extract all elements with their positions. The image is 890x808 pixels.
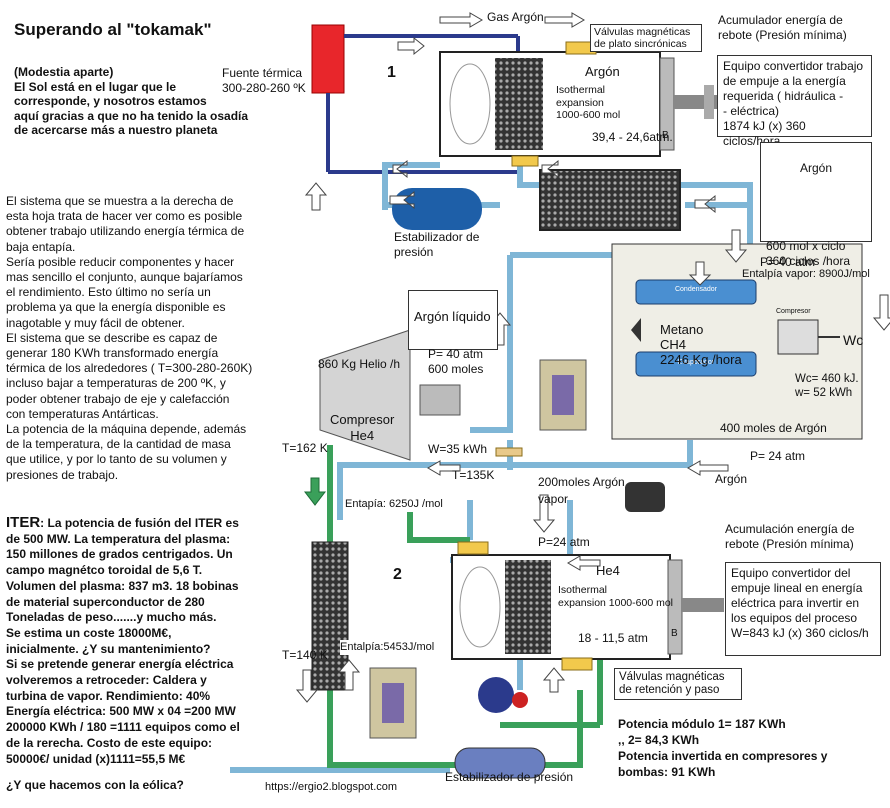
label-wc-value: Wc= 460 kJ. w= 52 kWh xyxy=(795,373,859,399)
label-valves-top: Válvulas magnéticas de plato sincrónicas xyxy=(590,24,702,52)
label-he4: He4 xyxy=(596,563,620,578)
evaporator xyxy=(635,351,757,377)
he-regenerator xyxy=(311,541,349,691)
label-accumulator-top: Acumulador energía de rebote (Presión mí… xyxy=(718,13,847,42)
label-argon-tank-info: 600 mol x ciclo 360 ciclos /hora xyxy=(766,239,851,268)
label-helium-compressor: Compresor He4 xyxy=(330,412,395,443)
label-wc: Wc xyxy=(843,332,864,348)
valve-2-top xyxy=(457,541,489,555)
green-arrows xyxy=(303,477,327,506)
label-converter-2: Equipo convertidor del empuje lineal en … xyxy=(725,562,881,656)
label-condenser: Condensador xyxy=(674,286,718,293)
label-compressor-small: Compresor xyxy=(776,308,811,315)
iter-text: : La potencia de fusión del ITER es de 5… xyxy=(6,516,240,766)
engine-1-fan xyxy=(449,63,491,145)
valve-mid xyxy=(511,155,539,167)
methane-compressor xyxy=(777,319,819,355)
label-t162: T=162 K xyxy=(282,441,328,455)
methane-cycle-box xyxy=(611,243,863,440)
label-t140: T=140 K xyxy=(282,648,328,662)
label-argon-1: Argón xyxy=(585,64,620,79)
label-isothermal-1: Isothermal expansion 1000-600 mol xyxy=(556,84,621,121)
iter-heading: ITER xyxy=(6,514,41,531)
argon-tank-box: Argón 600 mol x ciclo 360 ciclos /hora xyxy=(760,142,872,268)
iter-block: ITER: La potencia de fusión del ITER es … xyxy=(6,515,306,767)
power-summary: Potencia módulo 1= 187 KWh ,, 2= 84,3 KW… xyxy=(618,717,828,779)
label-converter-1: Equipo convertidor trabajo de empuje a l… xyxy=(717,55,872,148)
label-p40: P= 40 atm xyxy=(760,255,816,269)
engine-2-number: 2 xyxy=(393,566,402,583)
label-gas-argon: Gas Argón xyxy=(487,10,544,24)
label-stabilizer-1: Estabilizador de presión xyxy=(394,230,480,259)
green-pipe-network xyxy=(327,445,603,768)
label-argon-vapor: 200moles Argón vapor xyxy=(538,475,625,506)
label-400-moles: 400 moles de Argón xyxy=(720,421,827,435)
label-argon-under: Argón xyxy=(715,472,748,486)
label-argon-liquid-title: Argón líquido xyxy=(414,309,491,324)
label-pressure-1: 39,4 - 24,6atm. xyxy=(592,130,673,144)
label-p24: P= 24 atm xyxy=(750,449,806,463)
label-t135: T=135K xyxy=(452,468,495,482)
label-isothermal-2: Isothermal expansion 1000-600 mol xyxy=(558,584,673,609)
valve-2-bottom xyxy=(561,657,593,671)
label-b1: B xyxy=(662,130,669,141)
engine-2-exchanger xyxy=(505,560,551,654)
engine-2-cylinder xyxy=(451,554,671,660)
label-methane: Metano CH4 2246 Kg /hora xyxy=(660,322,742,367)
eolica-question: ¿Y que hacemos con la eólica? xyxy=(6,778,184,792)
label-argon-tank: Argón xyxy=(799,161,833,175)
label-evaporator: Evaporador xyxy=(677,359,715,366)
argon-liquid-box: Argón líquido P= 40 atm 600 moles xyxy=(408,290,498,376)
intro-text: (Modestia aparte) El Sol está en el luga… xyxy=(14,65,249,137)
circulation-pump xyxy=(478,677,514,713)
regenerator xyxy=(539,169,681,231)
page-title: Superando al "tokamak" xyxy=(14,20,212,39)
label-p24b: P=24 atm xyxy=(538,535,590,549)
body-text: El sistema que se muestra a la derecha d… xyxy=(6,194,253,482)
compressor-motor xyxy=(419,384,461,416)
label-b2: B xyxy=(671,628,678,639)
label-entalpia-1: Entapía: 6250J /mol xyxy=(345,497,443,512)
engine-1-cylinder xyxy=(439,51,661,157)
helium-compressor xyxy=(319,329,411,461)
source-url[interactable]: https://ergio2.blogspot.com xyxy=(265,781,398,793)
flow-arrows xyxy=(295,12,890,703)
argon-pump xyxy=(625,482,665,512)
label-argon-liquid-info: P= 40 atm 600 moles xyxy=(428,347,484,376)
engine-1-number: 1 xyxy=(387,64,396,81)
label-stabilizer-2: Estabilizador de presión xyxy=(445,770,574,784)
label-valves-bottom: Válvulas magnéticas de retención y paso xyxy=(614,668,742,700)
label-entalpia-2: Entalpía:5453J/mol xyxy=(340,640,435,655)
stabilizer-1 xyxy=(392,188,482,230)
label-w35: W=35 kWh xyxy=(428,442,488,456)
label-helium-flow: 860 Kg Helio /h xyxy=(318,357,401,371)
label-heat-source: Fuente térmica 300-280-260 ºK xyxy=(222,66,306,95)
stabilizer-2 xyxy=(454,747,546,779)
label-accumulator-bottom: Acumulación energía de rebote (Presión m… xyxy=(725,522,855,551)
label-pressure-2: 18 - 11,5 atm xyxy=(578,631,648,645)
heat-source xyxy=(311,24,345,94)
label-entalpia-vapor: Entalpía vapor: 8900J/mol xyxy=(742,268,870,280)
